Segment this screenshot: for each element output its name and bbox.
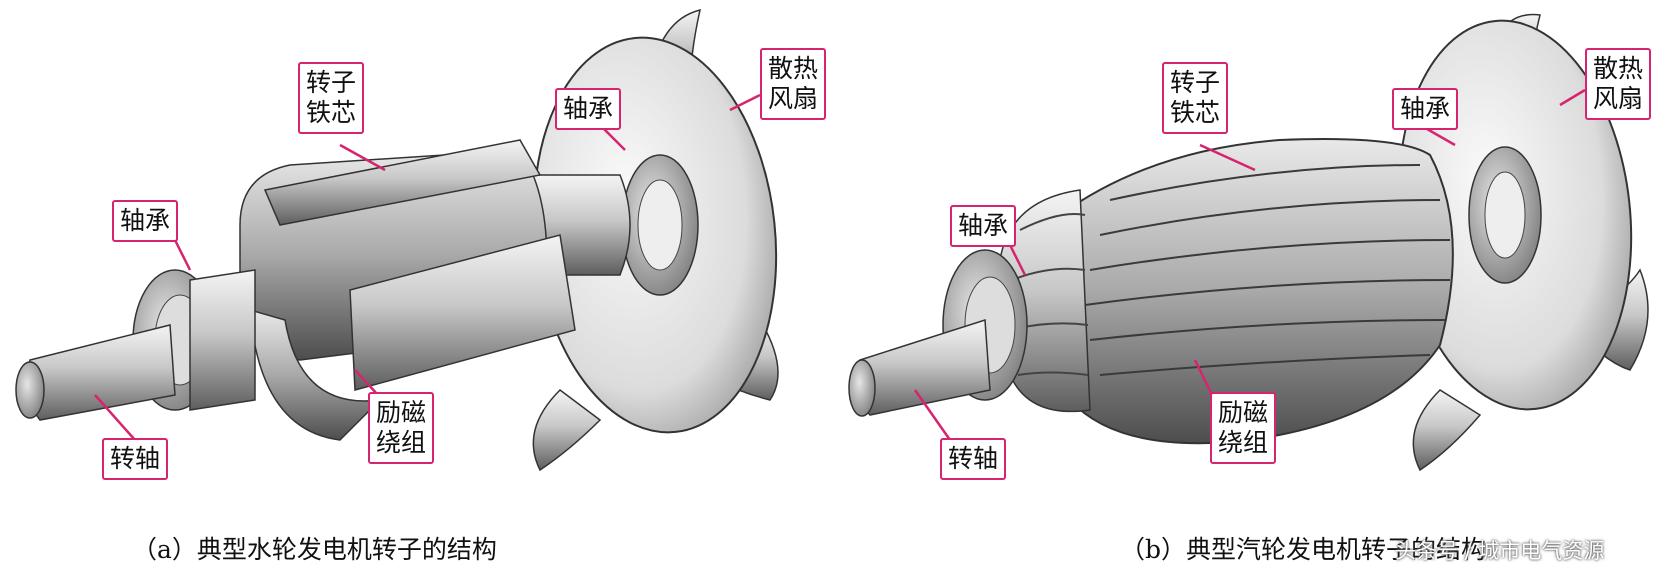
label-winding-b: 励磁 绕组 — [1210, 392, 1277, 464]
label-line: 风扇 — [1593, 84, 1644, 113]
label-shaft-a: 转轴 — [102, 438, 169, 480]
label-line: 励磁 — [1218, 398, 1269, 427]
shaft-segment — [25, 324, 176, 421]
label-line: 散热 — [1593, 54, 1644, 83]
excitation-winding — [1009, 213, 1089, 376]
watermark: 头条号 / 城市电气资源 — [1395, 539, 1605, 563]
label-rotor-core-b: 转子 铁芯 — [1162, 62, 1229, 134]
shaft-collar — [189, 269, 256, 411]
label-line: 轴承 — [563, 94, 614, 123]
shaft-end-face — [848, 359, 876, 417]
caption-b: （b）典型汽轮发电机转子的结构 — [1120, 535, 1487, 564]
label-line: 轴承 — [1400, 94, 1451, 123]
label-line: 转子 — [306, 68, 357, 97]
core-slots — [1084, 164, 1451, 376]
label-line: 转轴 — [110, 444, 161, 473]
label-line: 风扇 — [768, 84, 819, 113]
hydro-rotor-illustration — [15, 8, 779, 472]
bearing-inner — [1484, 171, 1526, 259]
bearing-inner — [637, 179, 683, 271]
label-line: 转子 — [1170, 68, 1221, 97]
shaft-end-face — [15, 361, 45, 419]
label-bearing-right-a: 轴承 — [555, 88, 622, 130]
excitation-winding — [249, 308, 383, 441]
label-line: 轴承 — [958, 211, 1009, 240]
label-bearing-left-b: 轴承 — [950, 205, 1017, 247]
label-rotor-core-a: 转子 铁芯 — [298, 62, 365, 134]
rotor-pole — [349, 234, 576, 391]
label-line: 散热 — [768, 54, 819, 83]
label-shaft-b: 转轴 — [940, 438, 1007, 480]
label-fan-a: 散热 风扇 — [760, 48, 827, 120]
label-line: 铁芯 — [1170, 98, 1221, 127]
leader-lines-a — [94, 93, 761, 441]
label-line: 轴承 — [120, 206, 171, 235]
label-line: 绕组 — [376, 428, 427, 457]
label-bearing-right-b: 轴承 — [1392, 88, 1459, 130]
fan-blade — [1412, 389, 1482, 472]
label-bearing-left-a: 轴承 — [112, 200, 179, 242]
caption-a: （a）典型水轮发电机转子的结构 — [132, 535, 497, 564]
rotor-pole — [263, 139, 542, 226]
label-winding-a: 励磁 绕组 — [368, 392, 435, 464]
label-line: 转轴 — [948, 444, 999, 473]
fan-blade — [532, 389, 602, 472]
label-line: 铁芯 — [306, 98, 357, 127]
label-line: 励磁 — [376, 398, 427, 427]
label-line: 绕组 — [1218, 428, 1269, 457]
label-fan-b: 散热 风扇 — [1585, 48, 1652, 120]
turbo-rotor-illustration — [848, 13, 1649, 472]
